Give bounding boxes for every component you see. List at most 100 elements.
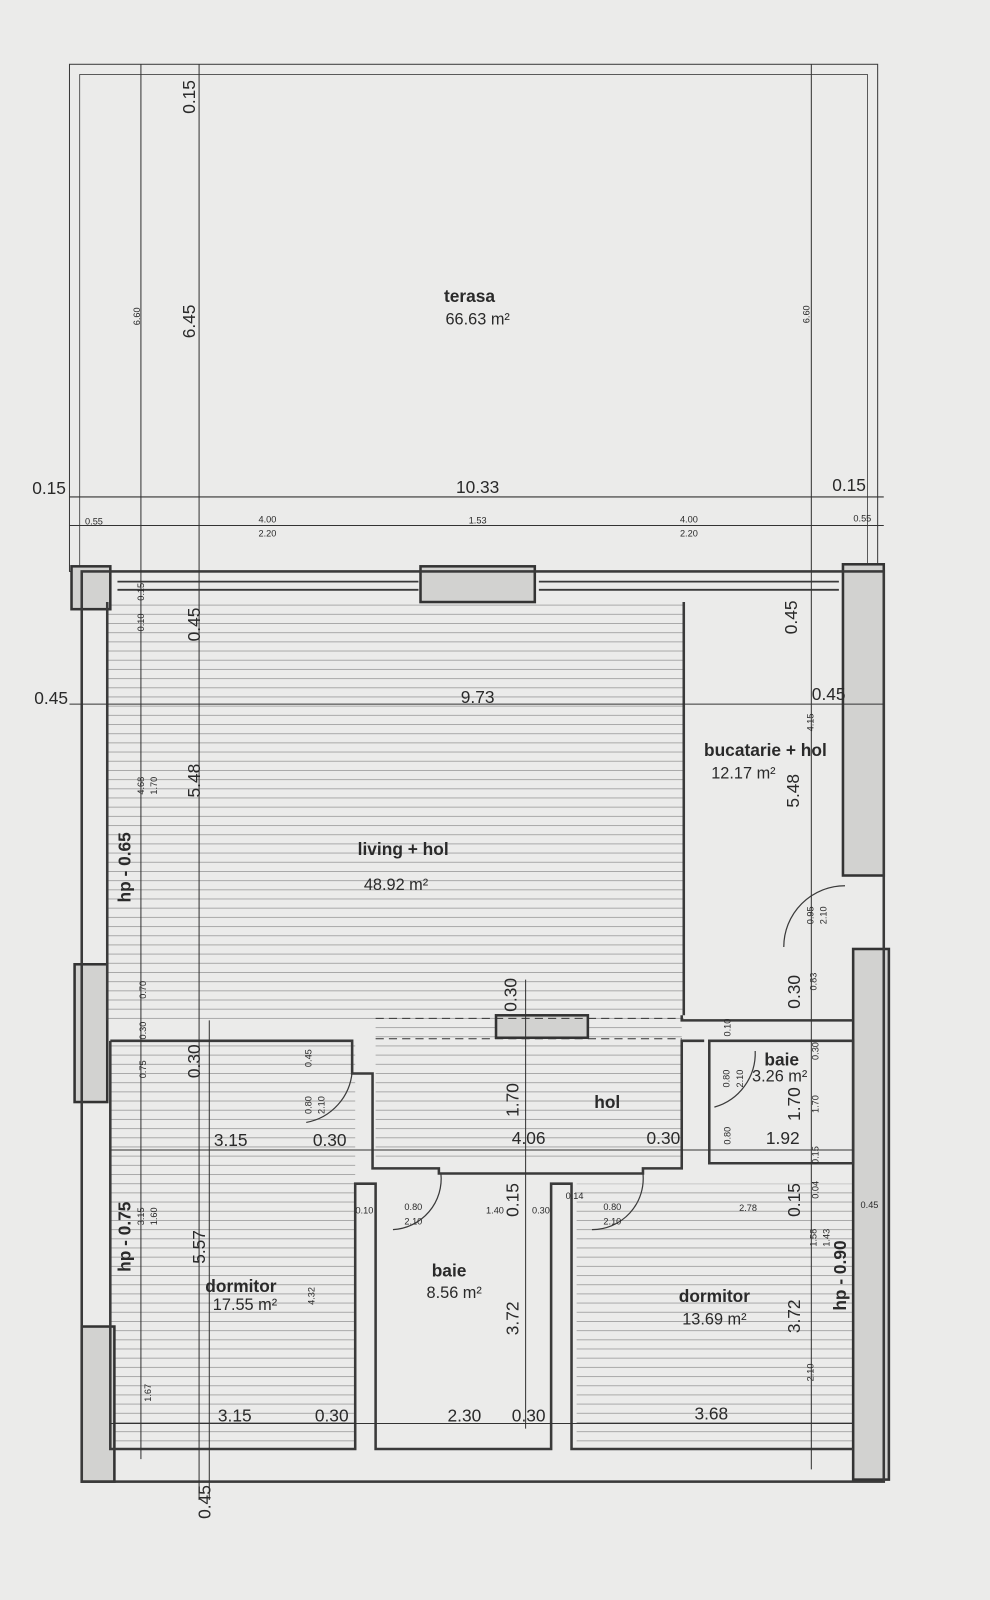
dim-label: 1.70 [810, 1095, 820, 1113]
dim-label: 0.83 [808, 973, 818, 991]
dim-label: 0.45 [303, 1049, 313, 1067]
room-name-terasa: terasa [444, 286, 495, 306]
dim-label: 4.68 [136, 777, 146, 795]
dim-label: 1.70 [784, 1087, 804, 1121]
dim-label: 0.45 [812, 684, 846, 704]
dim-label: 9.73 [461, 687, 495, 707]
dim-label: 2.20 [259, 529, 277, 539]
dim-label: 0.45 [861, 1200, 879, 1210]
room-area-baie: 8.56 m² [427, 1284, 483, 1302]
dim-label: 6.45 [179, 305, 199, 339]
dim-label: 0.45 [184, 608, 204, 642]
dim-label: 10.33 [456, 477, 499, 497]
dim-label: 0.10 [355, 1205, 373, 1215]
door-swings [306, 885, 846, 1231]
dimension-lines [69, 64, 884, 1500]
window-sill-height-label: hp - 0.90 [830, 1240, 850, 1310]
dim-label: 4.15 [805, 714, 815, 732]
walls [70, 563, 891, 1483]
dim-label: 0.15 [784, 1183, 804, 1217]
dim-label: 3.15 [136, 1207, 146, 1225]
dim-label: 0.15 [832, 475, 866, 495]
dim-label: 1.53 [469, 515, 487, 525]
dim-label: 0.45 [194, 1485, 214, 1519]
room-area-dormitor-left: 17.55 m² [213, 1296, 278, 1314]
dim-label: 0.15 [136, 583, 146, 601]
dim-label: 0.45 [34, 688, 68, 708]
dim-label: 0.30 [810, 1042, 820, 1060]
dim-label: 0.30 [315, 1405, 349, 1425]
dim-label: 3.72 [502, 1302, 522, 1336]
dim-label: 4.06 [512, 1128, 546, 1148]
window-sill-height-label: hp - 0.65 [115, 832, 135, 903]
room-area-dormitor-right: 13.69 m² [682, 1310, 747, 1328]
dim-label: 2.10 [603, 1216, 621, 1226]
dim-label: 4.00 [680, 514, 698, 524]
room-area-baie-small: 3.26 m² [752, 1068, 808, 1086]
room-name-baie-small: baie [764, 1049, 799, 1069]
dim-label: 6.60 [801, 305, 811, 323]
dim-label: 0.30 [500, 978, 520, 1012]
dim-label: 2.10 [735, 1070, 745, 1088]
vertical-dimensions-small: 0.10 0.15 4.68 1.70 0.70 0.30 0.75 3.15 … [136, 583, 832, 1402]
dim-label: 0.75 [138, 1060, 148, 1078]
room-area-bucatarie: 12.17 m² [711, 765, 776, 783]
dim-label: 4.32 [306, 1287, 316, 1305]
floor-hatching [107, 602, 853, 1449]
dim-label: 1.60 [149, 1207, 159, 1225]
dim-label: 1.58 [808, 1229, 818, 1247]
dim-label: 3.15 [218, 1405, 252, 1425]
room-name-hol: hol [594, 1092, 620, 1112]
dim-label: 0.04 [810, 1181, 820, 1199]
dim-label: 3.15 [214, 1130, 248, 1150]
dim-label: 6.60 [132, 307, 142, 325]
horizontal-dimensions: 0.15 10.33 0.15 0.55 4.00 2.20 1.53 4.00… [32, 475, 878, 1426]
dim-label: 0.30 [512, 1405, 546, 1425]
dim-label: 4.00 [259, 514, 277, 524]
room-name-living: living + hol [358, 839, 449, 859]
dim-label: 0.10 [723, 1019, 733, 1037]
dim-label: 0.15 [32, 478, 66, 498]
dim-label: 0.70 [138, 981, 148, 999]
dim-label: 0.10 [136, 614, 146, 632]
dim-label: 0.30 [313, 1130, 347, 1150]
dim-label: 0.15 [179, 80, 199, 114]
dim-label: 0.80 [603, 1202, 621, 1212]
room-area-living: 48.92 m² [364, 876, 429, 894]
dim-label: 5.48 [184, 764, 204, 798]
dim-label: 2.10 [317, 1096, 327, 1114]
dim-label: 1.67 [143, 1384, 153, 1402]
dim-label: 0.45 [781, 600, 801, 634]
room-name-bucatarie: bucatarie + hol [704, 740, 827, 760]
dim-label: 0.14 [566, 1191, 584, 1201]
dim-label: 1.92 [766, 1128, 800, 1148]
room-name-baie: baie [432, 1261, 467, 1281]
dim-label: 0.30 [184, 1044, 204, 1078]
dim-label: 0.15 [810, 1146, 820, 1164]
dim-label: 0.80 [723, 1127, 733, 1145]
dim-label: 2.20 [680, 529, 698, 539]
dim-label: 5.48 [783, 774, 803, 808]
dim-label: 0.30 [647, 1128, 681, 1148]
dim-label: 3.72 [784, 1299, 804, 1333]
vertical-dimensions: 0.15 6.45 6.60 6.60 0.45 5.48 0.30 5.57 … [115, 80, 850, 1519]
room-name-dormitor-right: dormitor [679, 1286, 750, 1306]
dim-label: 2.10 [819, 906, 829, 924]
dim-label: 0.30 [532, 1205, 550, 1215]
room-labels: terasa 66.63 m² living + hol 48.92 m² bu… [205, 286, 826, 1328]
dim-label: 0.80 [722, 1070, 732, 1088]
dim-label: 1.40 [486, 1205, 504, 1215]
dim-label: 0.95 [805, 906, 815, 924]
dim-label: 0.80 [303, 1096, 313, 1114]
dim-label: 1.70 [502, 1083, 522, 1117]
window-sill-height-label: hp - 0.75 [115, 1201, 135, 1272]
dim-label: 0.55 [853, 513, 871, 523]
dim-label: 1.43 [822, 1229, 832, 1247]
dim-label: 5.57 [189, 1230, 209, 1264]
dim-label: 0.55 [85, 516, 103, 526]
room-area-terasa: 66.63 m² [445, 310, 510, 328]
room-name-dormitor-left: dormitor [205, 1276, 276, 1296]
dim-label: 2.30 [448, 1405, 482, 1425]
